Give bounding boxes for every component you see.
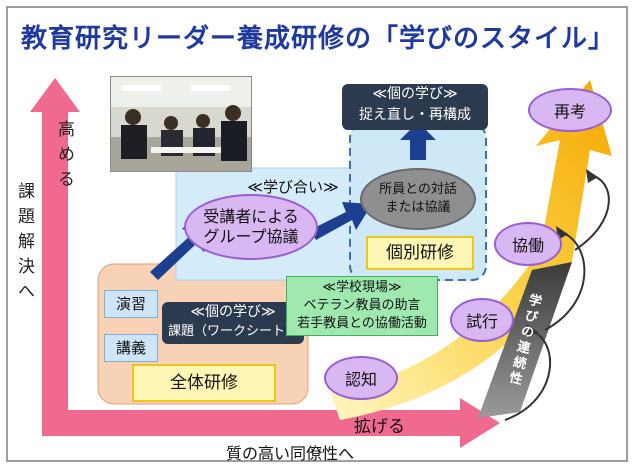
arrow-to-kobetsu <box>310 202 372 240</box>
dialogue-line1: 所員との対話 <box>379 182 457 197</box>
horizontal-arrow-shaft <box>42 410 462 436</box>
gakko-genba-line1: ≪学校現場≫ <box>322 280 402 295</box>
photo-illustration <box>111 77 251 171</box>
vertical-arrow-head <box>30 78 80 112</box>
zentai-kenshu-label: 全体研修 <box>132 364 276 402</box>
curve-arrow-head-3 <box>586 169 598 183</box>
kobetsu-kono-manabi-line2: 捉え直し・再構成 <box>359 107 471 123</box>
curve-arrow-2 <box>544 231 586 331</box>
kobetsu-kono-manabi-box: ≪個の学び≫ 捉え直し・再構成 <box>342 84 488 130</box>
gakko-genba-line2: ベテラン教員の助言 <box>303 298 421 313</box>
group-discussion-line1: 受講者による <box>203 207 299 226</box>
dialogue-line2: または協議 <box>385 200 451 215</box>
zentai-kono-manabi-line1: ≪個の学び≫ <box>190 304 276 320</box>
curve-arrow-1 <box>504 329 551 421</box>
gakko-genba-box: ≪学校現場≫ ベテラン教員の助言 若手教員との協働活動 <box>286 276 438 336</box>
tag-kogi: 講義 <box>104 334 158 362</box>
curve-arrow-head-1 <box>526 324 538 338</box>
step-saiko: 再考 <box>528 88 612 132</box>
left-axis-label: 課題解決へ <box>14 182 34 307</box>
continuity-bar <box>478 262 572 418</box>
step-ninchi: 認知 <box>324 356 398 400</box>
kobetsu-kenshu-label: 個別研修 <box>366 236 474 270</box>
dialogue-oval: 所員との対話 または協議 <box>360 168 476 230</box>
step-kyodo: 協働 <box>494 222 562 266</box>
arrow-up-kobetsu <box>400 122 436 160</box>
zentai-kono-manabi-line2: 課題（ワークシート） <box>167 324 298 339</box>
vertical-arrow-label: 高める <box>54 120 74 195</box>
zentai-kono-manabi-box: ≪個の学び≫ 課題（ワークシート） <box>162 302 304 344</box>
training-photo <box>110 76 252 172</box>
gakko-genba-line3: 若手教員との協働活動 <box>297 316 427 331</box>
group-discussion-line2: グループ協議 <box>203 227 299 246</box>
kobetsu-kono-manabi-line1: ≪個の学び≫ <box>372 86 458 102</box>
step-shiko: 試行 <box>450 298 514 342</box>
diagram-title: 教育研究リーダー養成研修の「学びのスタイル」 <box>20 24 615 54</box>
horizontal-arrow-head <box>460 398 500 448</box>
manabiai-label: ≪学び合い≫ <box>247 178 339 196</box>
vertical-arrow-shaft <box>42 110 68 430</box>
tag-enshu: 演習 <box>104 290 158 318</box>
horizontal-arrow-label: 拡げる <box>354 417 405 437</box>
horizontal-arrow-caption: 質の高い同僚性へ <box>226 444 355 463</box>
curve-arrow-3 <box>574 174 610 251</box>
group-discussion-oval: 受講者による グループ協議 <box>184 194 318 260</box>
